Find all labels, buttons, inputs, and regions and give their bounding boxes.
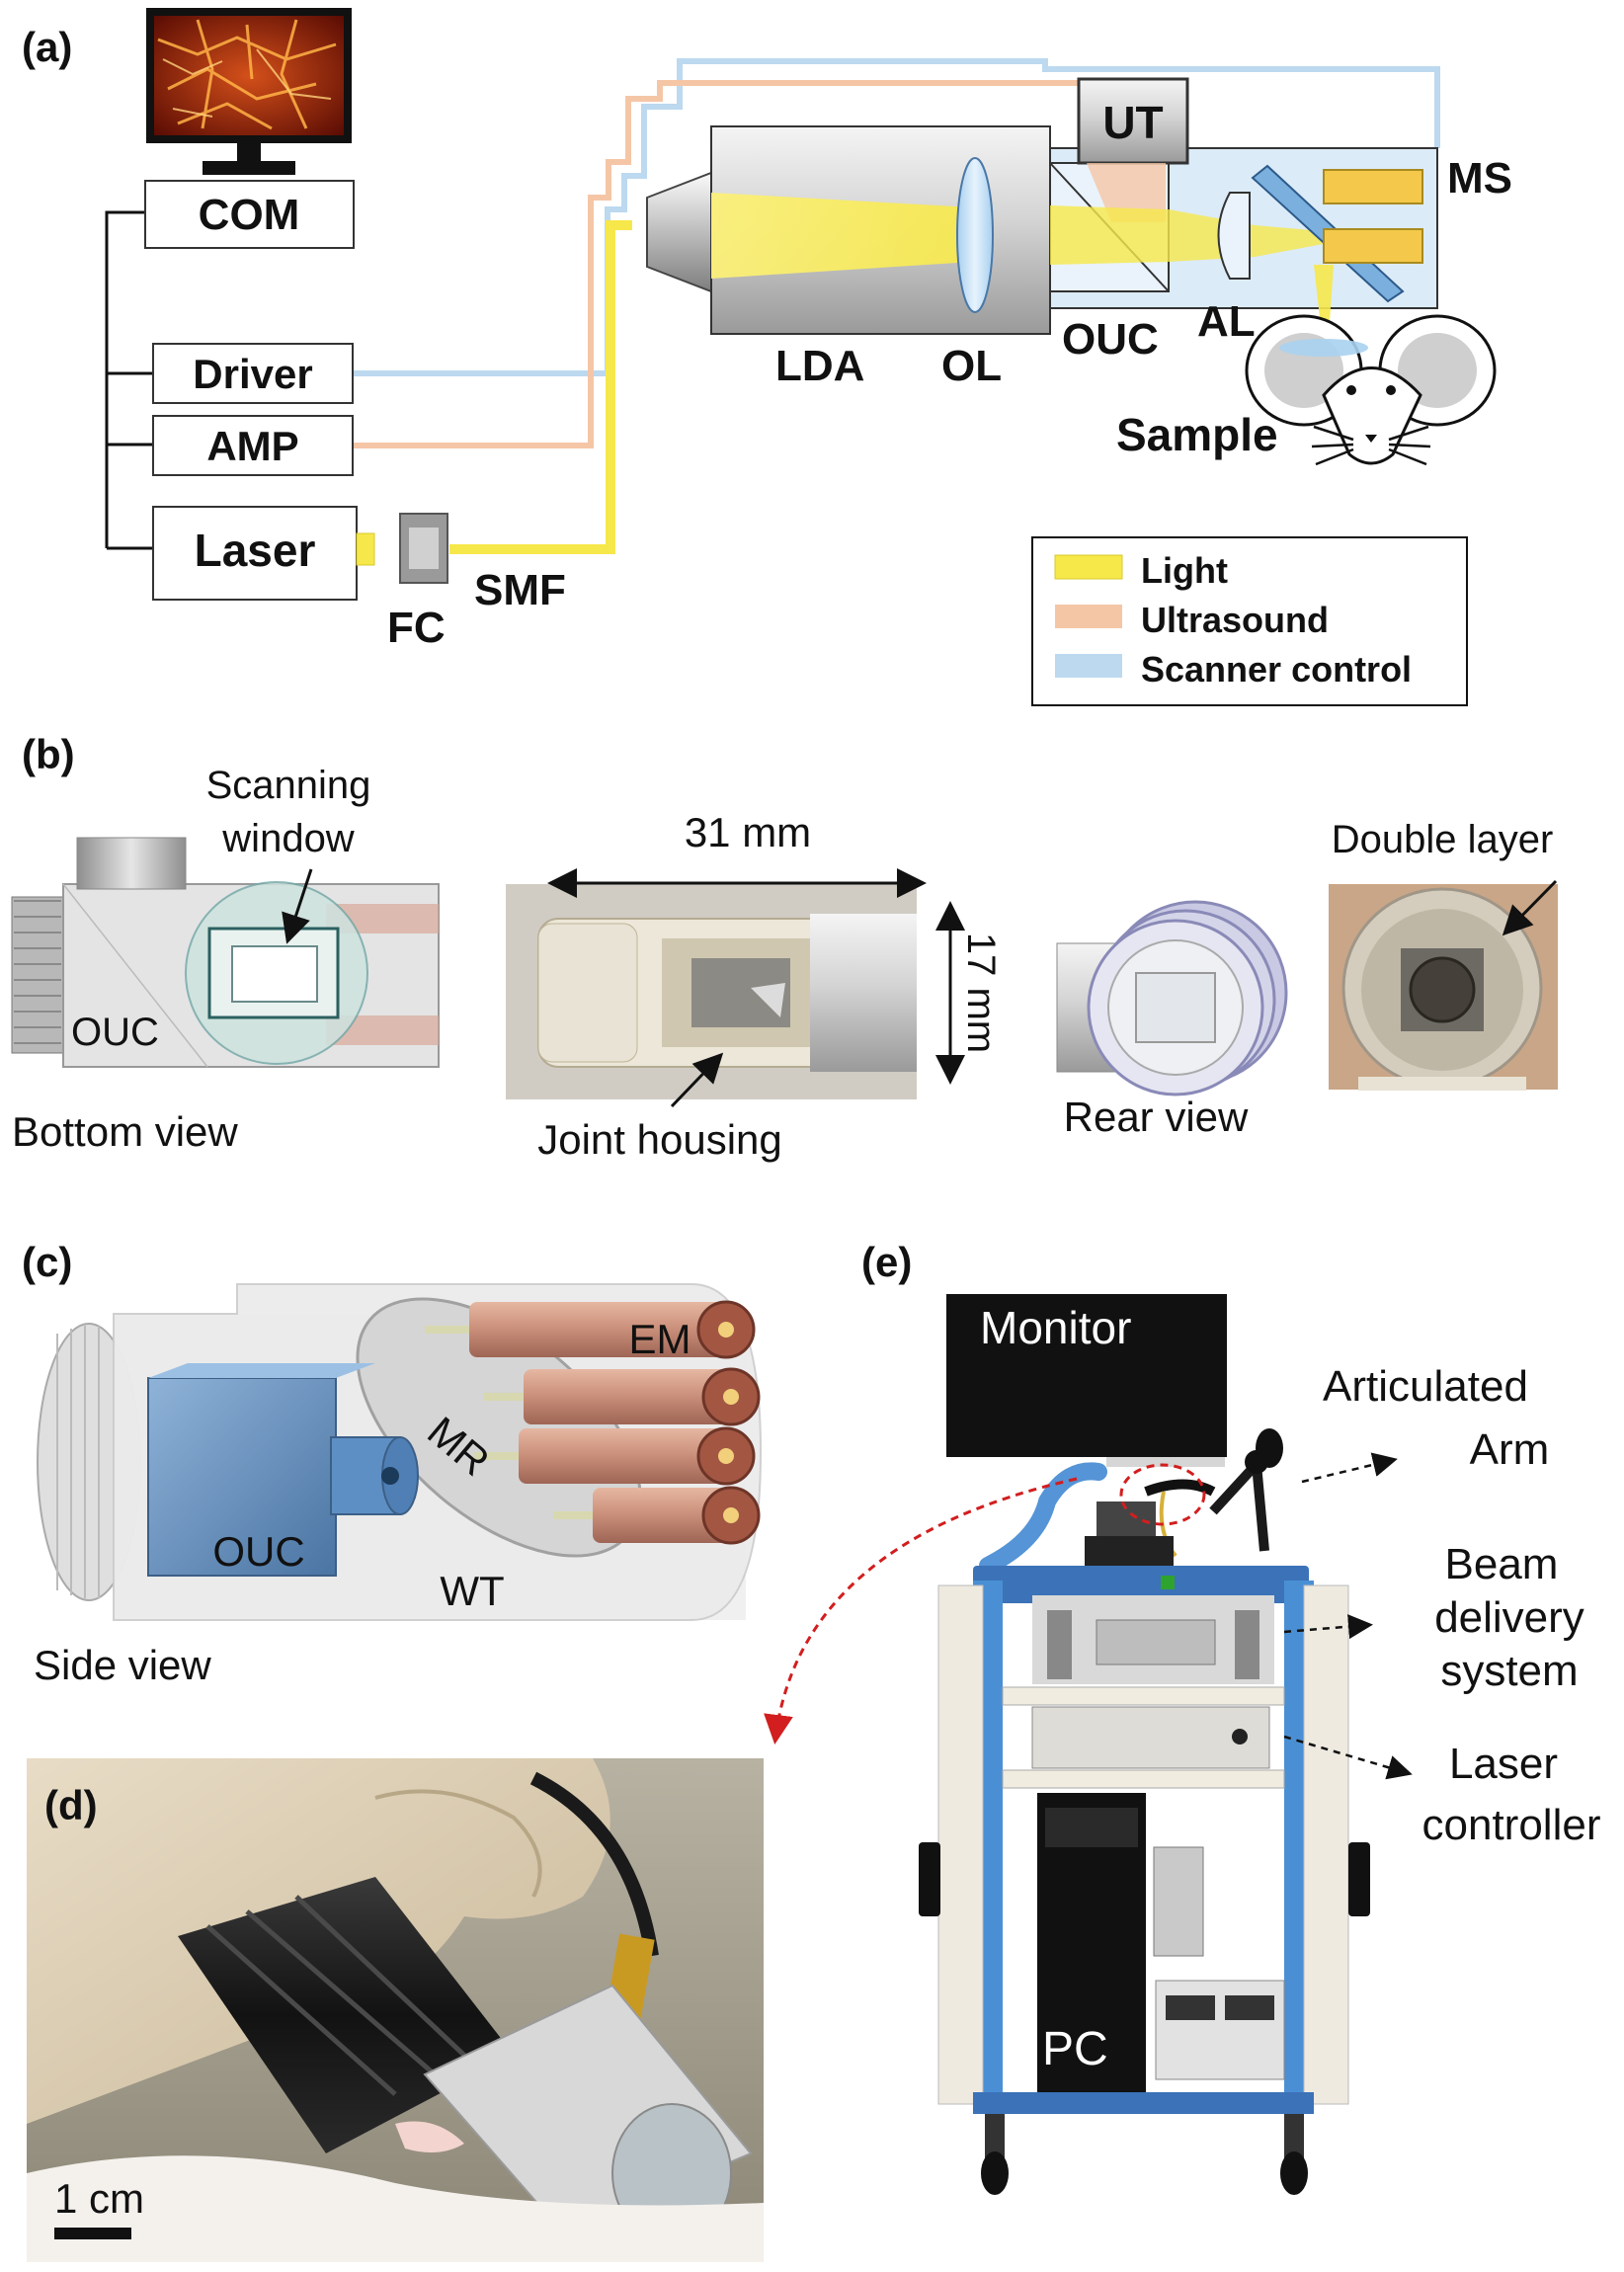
laser-controller-line2: controller <box>1422 1801 1601 1849</box>
amp-block: AMP <box>152 415 354 476</box>
joint-housing-photo <box>506 884 917 1099</box>
rear-view-cad <box>1056 900 1288 1096</box>
double-layer-photo <box>1329 884 1558 1091</box>
arm-pointer-arrow <box>1301 1452 1398 1484</box>
scanning-window-line2: window <box>221 817 355 860</box>
legend-swatch-scanner <box>1055 654 1122 678</box>
side-view-cad <box>37 1283 763 1621</box>
double-layer-label: Double layer <box>1332 818 1554 861</box>
system-cart-photo <box>919 1294 1370 2195</box>
light-beam <box>711 193 973 279</box>
ultrasound-cable <box>354 80 1079 448</box>
driver-block: Driver <box>152 343 354 404</box>
ol-label: OL <box>941 342 1002 390</box>
probe-zoom-arrow <box>764 1477 1078 1745</box>
legend-label-light: Light <box>1141 550 1228 591</box>
smf-label: SMF <box>474 566 566 614</box>
handheld-probe-photo <box>27 1758 764 2262</box>
em-label: EM <box>629 1316 691 1362</box>
fc-label: FC <box>387 604 446 652</box>
laser-block: Laser <box>152 506 358 601</box>
computer-monitor-icon <box>146 8 352 175</box>
panel-e: (e) <box>764 1239 1601 2195</box>
beam-delivery-line3: system <box>1440 1647 1578 1695</box>
width-dim-label: 31 mm <box>685 809 811 855</box>
monitor-screen <box>946 1294 1227 1457</box>
mouse-sample-icon <box>1245 314 1497 466</box>
double-layer-arrow <box>1502 879 1558 936</box>
ouc-label-a: OUC <box>1062 315 1159 364</box>
probe-highlight-circle <box>1119 1463 1206 1526</box>
scale-bar <box>54 2228 131 2239</box>
panel-b: (b) Scanning window OUC Bottom view <box>11 731 1558 1163</box>
ouc-label-c: OUC <box>212 1528 304 1575</box>
panel-e-label: (e) <box>861 1239 912 1285</box>
height-dim-label: 17 mm <box>959 933 1003 1053</box>
panel-c: (c) <box>22 1239 763 1688</box>
pc-label: PC <box>1042 2023 1108 2075</box>
panel-b-label: (b) <box>22 731 75 777</box>
sample-label: Sample <box>1116 409 1278 460</box>
bottom-view-label: Bottom view <box>12 1108 238 1155</box>
joint-housing-label: Joint housing <box>537 1116 782 1163</box>
rear-view-label: Rear view <box>1064 1094 1249 1140</box>
legend: Light Ultrasound Scanner control <box>1031 536 1468 706</box>
panel-c-label: (c) <box>22 1239 72 1285</box>
control-tree-lines <box>105 210 153 550</box>
joint-housing-arrow <box>670 1052 724 1108</box>
panel-a-label: (a) <box>22 24 72 70</box>
legend-label-ultrasound: Ultrasound <box>1141 600 1329 640</box>
ms-label: MS <box>1447 154 1512 203</box>
laser-label: Laser <box>195 525 316 576</box>
lda-label: LDA <box>775 342 864 390</box>
amp-label: AMP <box>206 423 298 469</box>
panel-a: (a) COM Driver AMP Laser <box>22 8 1512 706</box>
ouc-label-b: OUC <box>71 1011 159 1054</box>
scanner-control-cable <box>354 58 1440 376</box>
scanning-window-line1: Scanning <box>206 764 371 807</box>
panel-d-label: (d) <box>44 1782 98 1828</box>
legend-label-scanner: Scanner control <box>1141 649 1412 690</box>
ut-label: UT <box>1102 97 1163 148</box>
wt-label: WT <box>440 1568 504 1614</box>
fiber-coupler-icon <box>399 513 448 584</box>
side-view-label: Side view <box>34 1642 211 1688</box>
scale-label: 1 cm <box>54 2175 144 2222</box>
laser-controller-line1: Laser <box>1449 1740 1558 1788</box>
com-label: COM <box>199 191 300 239</box>
com-block: COM <box>144 180 355 249</box>
acoustic-lens-icon <box>1217 192 1251 280</box>
legend-swatch-light <box>1054 554 1123 580</box>
beam-pointer-arrow <box>1283 1614 1373 1640</box>
articulated-arm-line2: Arm <box>1470 1425 1550 1474</box>
laser-controller-pointer-arrow <box>1283 1735 1413 1780</box>
objective-lens-icon <box>956 157 994 313</box>
panel-d: (d) 1 cm <box>27 1758 764 2262</box>
beam-delivery-line1: Beam <box>1445 1540 1559 1588</box>
collimator-cone <box>646 171 712 293</box>
beam-delivery-line2: delivery <box>1434 1593 1584 1642</box>
scanning-window-arrow <box>282 868 313 944</box>
driver-label: Driver <box>193 351 312 397</box>
monitor-label: Monitor <box>980 1302 1131 1353</box>
legend-swatch-ultrasound <box>1055 605 1122 628</box>
al-label: AL <box>1197 297 1256 346</box>
bottom-view-cad <box>11 837 440 1068</box>
articulated-arm-line1: Articulated <box>1323 1362 1528 1411</box>
